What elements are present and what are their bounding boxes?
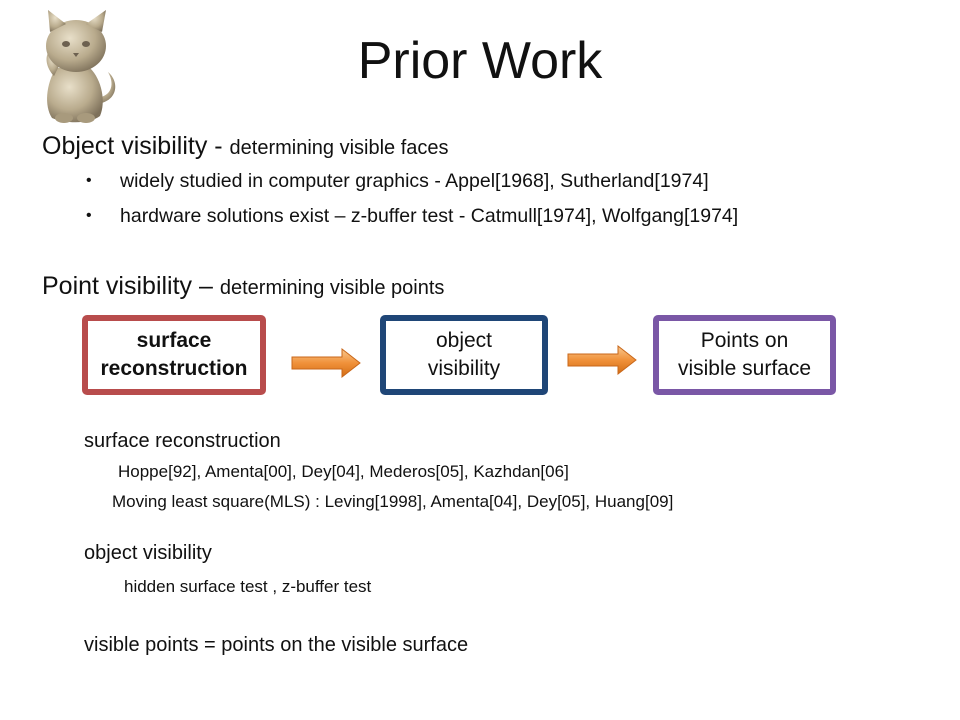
point-visibility-heading: Point visibility – determining visible p…: [42, 270, 444, 304]
point-visibility-heading-subtitle: determining visible points: [219, 277, 445, 299]
object-visibility-box-line2: visibility: [427, 357, 501, 380]
object-visibility-heading: Object visibility - determining visible …: [42, 130, 449, 164]
right-arrow-icon: [291, 347, 361, 379]
points-box-line2: visible surface: [677, 357, 812, 380]
bullet-marker: •: [86, 172, 92, 189]
bullet-item: hardware solutions exist – z-buffer test…: [120, 205, 739, 227]
object-visibility-subheading: object visibility: [84, 542, 212, 564]
bullet-marker: •: [86, 207, 92, 224]
points-on-visible-surface-box: Points on visible surface: [653, 315, 836, 395]
visible-points-definition: visible points = points on the visible s…: [84, 634, 469, 656]
object-visibility-box-line1: object: [435, 329, 493, 352]
surface-reconstruction-heading: surface reconstruction: [84, 430, 281, 452]
object-visibility-heading-label: Object visibility -: [42, 132, 230, 160]
surface-reconstruction-box-line1: surface: [136, 329, 212, 352]
point-visibility-heading-label: Point visibility –: [42, 272, 220, 300]
slide-title: Prior Work: [357, 32, 603, 90]
bullet-item: widely studied in computer graphics - Ap…: [120, 170, 709, 192]
object-visibility-refs: hidden surface test , z-buffer test: [124, 577, 372, 596]
right-arrow-icon: [567, 344, 637, 376]
object-visibility-box: object visibility: [380, 315, 548, 395]
cat-statue-icon: [46, 10, 116, 123]
surface-reconstruction-refs: Hoppe[92], Amenta[00], Dey[04], Mederos[…: [118, 462, 569, 481]
surface-reconstruction-box: surface reconstruction: [82, 315, 266, 395]
surface-reconstruction-box-line2: reconstruction: [100, 357, 248, 380]
points-box-line1: Points on: [700, 329, 789, 352]
object-visibility-heading-subtitle: determining visible faces: [229, 137, 449, 159]
mls-refs: Moving least square(MLS) : Leving[1998],…: [112, 492, 674, 511]
